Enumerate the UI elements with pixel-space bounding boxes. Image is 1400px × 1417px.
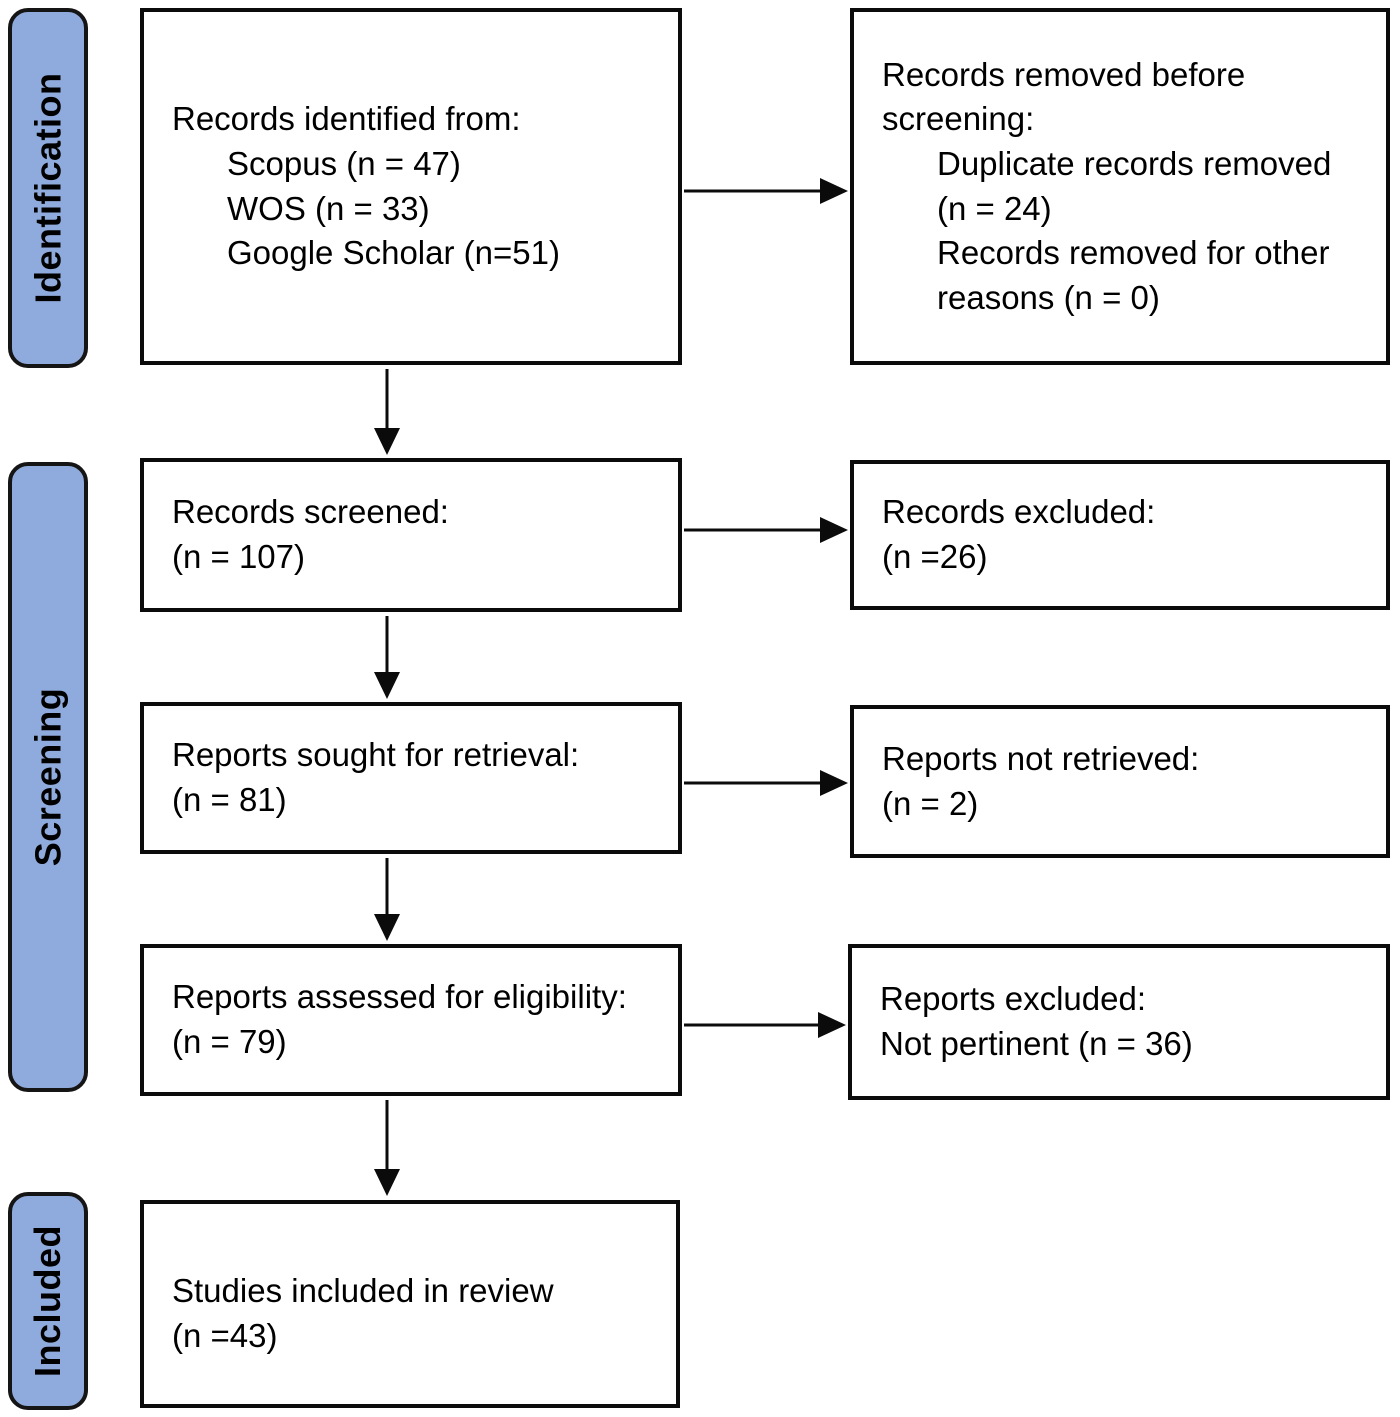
arrow-screened-to-sought (374, 616, 400, 699)
box-reports-assessed: Reports assessed for eligibility: (n = 7… (140, 944, 682, 1096)
box-studies-included-line1: Studies included in review (172, 1272, 554, 1310)
stage-bar-included: Included (8, 1192, 88, 1410)
arrow-identified-to-screened (374, 369, 400, 455)
box-records-removed-item-duplicates: Duplicate records removed (n = 24) (937, 144, 1332, 227)
box-reports-not-retrieved: Reports not retrieved: (n = 2) (850, 705, 1390, 858)
box-records-excluded-line1: Records excluded: (882, 493, 1156, 531)
box-records-excluded-line2: (n =26) (882, 538, 988, 575)
box-reports-assessed-line2: (n = 79) (172, 1023, 287, 1060)
arrow-assessed-to-reports-excluded (684, 1012, 846, 1038)
box-records-screened-line2: (n = 107) (172, 538, 305, 575)
box-records-removed: Records removed before screening: Duplic… (850, 8, 1390, 365)
box-reports-not-retrieved-line1: Reports not retrieved: (882, 739, 1200, 777)
box-reports-assessed-line1: Reports assessed for eligibility: (172, 978, 627, 1016)
box-records-identified-title: Records identified from: (172, 100, 521, 138)
stage-label-included: Included (27, 1224, 69, 1378)
box-records-removed-item-other-reasons: Records removed for other reasons (n = 0… (937, 234, 1330, 316)
stage-bar-screening: Screening (8, 462, 88, 1092)
box-reports-sought: Reports sought for retrieval: (n = 81) (140, 702, 682, 854)
arrow-sought-to-not-retrieved (684, 770, 848, 796)
box-records-excluded: Records excluded: (n =26) (850, 460, 1390, 610)
arrow-sought-to-assessed (374, 858, 400, 941)
box-studies-included: Studies included in review (n =43) (140, 1200, 680, 1408)
box-reports-excluded-line2: Not pertinent (n = 36) (880, 1025, 1193, 1062)
box-reports-excluded: Reports excluded: Not pertinent (n = 36) (848, 944, 1390, 1100)
box-reports-excluded-line1: Reports excluded: (880, 980, 1146, 1018)
box-records-removed-title: Records removed before screening: (882, 55, 1246, 138)
box-records-identified-item-wos: WOS (n = 33) (227, 189, 430, 227)
box-studies-included-line2: (n =43) (172, 1317, 278, 1354)
stage-label-identification: Identification (27, 72, 68, 304)
stage-label-screening: Screening (27, 687, 68, 867)
arrow-screened-to-excluded (684, 517, 848, 543)
box-reports-sought-line1: Reports sought for retrieval: (172, 736, 580, 774)
box-reports-not-retrieved-line2: (n = 2) (882, 784, 979, 822)
box-records-screened-line1: Records screened: (172, 493, 449, 531)
box-records-screened: Records screened: (n = 107) (140, 458, 682, 612)
box-records-identified-item-scopus: Scopus (n = 47) (227, 144, 461, 182)
box-records-identified-item-google-scholar: Google Scholar (n=51) (227, 234, 560, 272)
box-reports-sought-line2: (n = 81) (172, 781, 287, 818)
box-records-identified: Records identified from: Scopus (n = 47)… (140, 8, 682, 365)
arrow-assessed-to-included (374, 1100, 400, 1196)
stage-bar-identification: Identification (8, 8, 88, 368)
arrow-identified-to-removed (684, 178, 848, 204)
